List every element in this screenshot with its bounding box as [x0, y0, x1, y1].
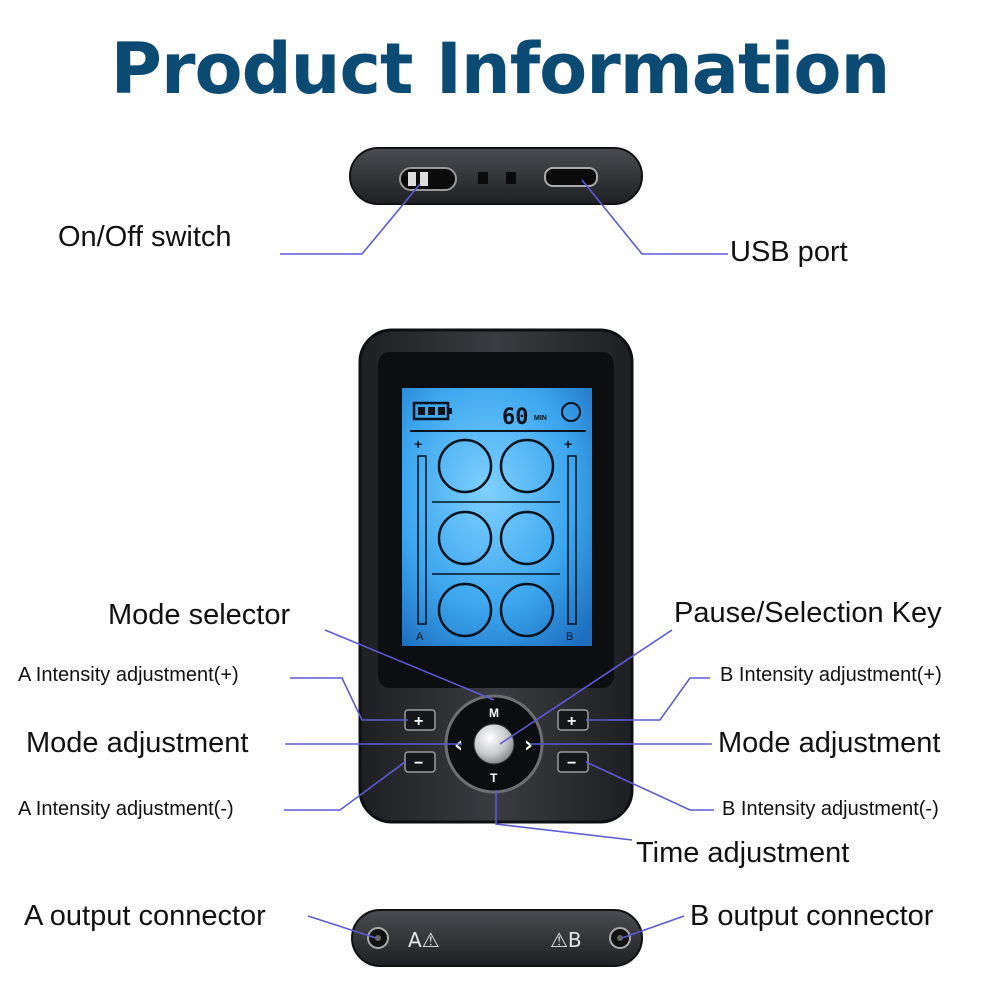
leader-a-minus: [284, 761, 406, 811]
leader-on-off: [280, 183, 421, 255]
label-a-intensity-plus: A Intensity adjustment(+): [18, 664, 239, 686]
label-time-adjustment: Time adjustment: [636, 837, 850, 869]
leader-b-minus: [585, 761, 714, 811]
usb-port-icon: [544, 167, 598, 187]
device-front-view: [358, 328, 634, 824]
leader-a-output: [307, 915, 377, 939]
label-mode-selector: Mode selector: [108, 599, 291, 631]
label-a-output-connector: A output connector: [24, 900, 266, 932]
clock-icon: [561, 402, 581, 422]
leader-time: [495, 790, 633, 841]
label-b-intensity-minus: B Intensity adjustment(-): [722, 798, 939, 820]
a-minus-glyph: −: [414, 755, 423, 772]
mode-key-m[interactable]: M: [489, 706, 499, 720]
label-a-intensity-minus: A Intensity adjustment(-): [18, 798, 234, 820]
leader-usb: [581, 179, 728, 255]
label-mode-adjustment-left: Mode adjustment: [26, 727, 249, 759]
label-b-output-connector: B output connector: [690, 900, 934, 932]
device-bottom-view: [351, 909, 643, 967]
timer-value: 60: [502, 405, 529, 430]
time-key-t[interactable]: T: [490, 771, 498, 785]
label-pause-selection: Pause/Selection Key: [674, 597, 942, 629]
lcd-screen: [402, 388, 592, 646]
channel-b-label: B: [566, 631, 573, 643]
mode-left-key[interactable]: ‹: [454, 733, 463, 758]
device-top-view: [349, 147, 643, 205]
pause-selection-button[interactable]: [473, 723, 515, 765]
plug-b-label: ⚠B: [550, 928, 582, 952]
leader-a-plus: [290, 677, 408, 721]
label-usb-port: USB port: [730, 236, 848, 268]
leader-mode-selector: [324, 629, 495, 701]
leader-b-output: [621, 915, 685, 939]
channel-a-plus: +: [414, 436, 422, 452]
label-mode-adjustment-right: Mode adjustment: [718, 727, 941, 759]
b-plus-glyph: +: [567, 713, 576, 730]
leader-pause: [499, 629, 673, 745]
mode-right-key[interactable]: ›: [524, 733, 533, 758]
leader-lines: [280, 179, 728, 939]
page-title: Product Information: [110, 28, 891, 110]
label-on-off-switch: On/Off switch: [58, 221, 232, 253]
b-minus-button[interactable]: [557, 751, 589, 773]
mode-icons: [437, 438, 555, 638]
plug-a-label: A⚠: [408, 928, 440, 952]
leader-b-plus: [586, 677, 710, 721]
b-minus-glyph: −: [567, 755, 576, 772]
a-plus-glyph: +: [414, 713, 423, 730]
label-b-intensity-plus: B Intensity adjustment(+): [720, 664, 942, 686]
channel-a-label: A: [416, 631, 424, 643]
channel-b-plus: +: [564, 436, 572, 452]
timer-unit: MIN: [534, 415, 547, 422]
